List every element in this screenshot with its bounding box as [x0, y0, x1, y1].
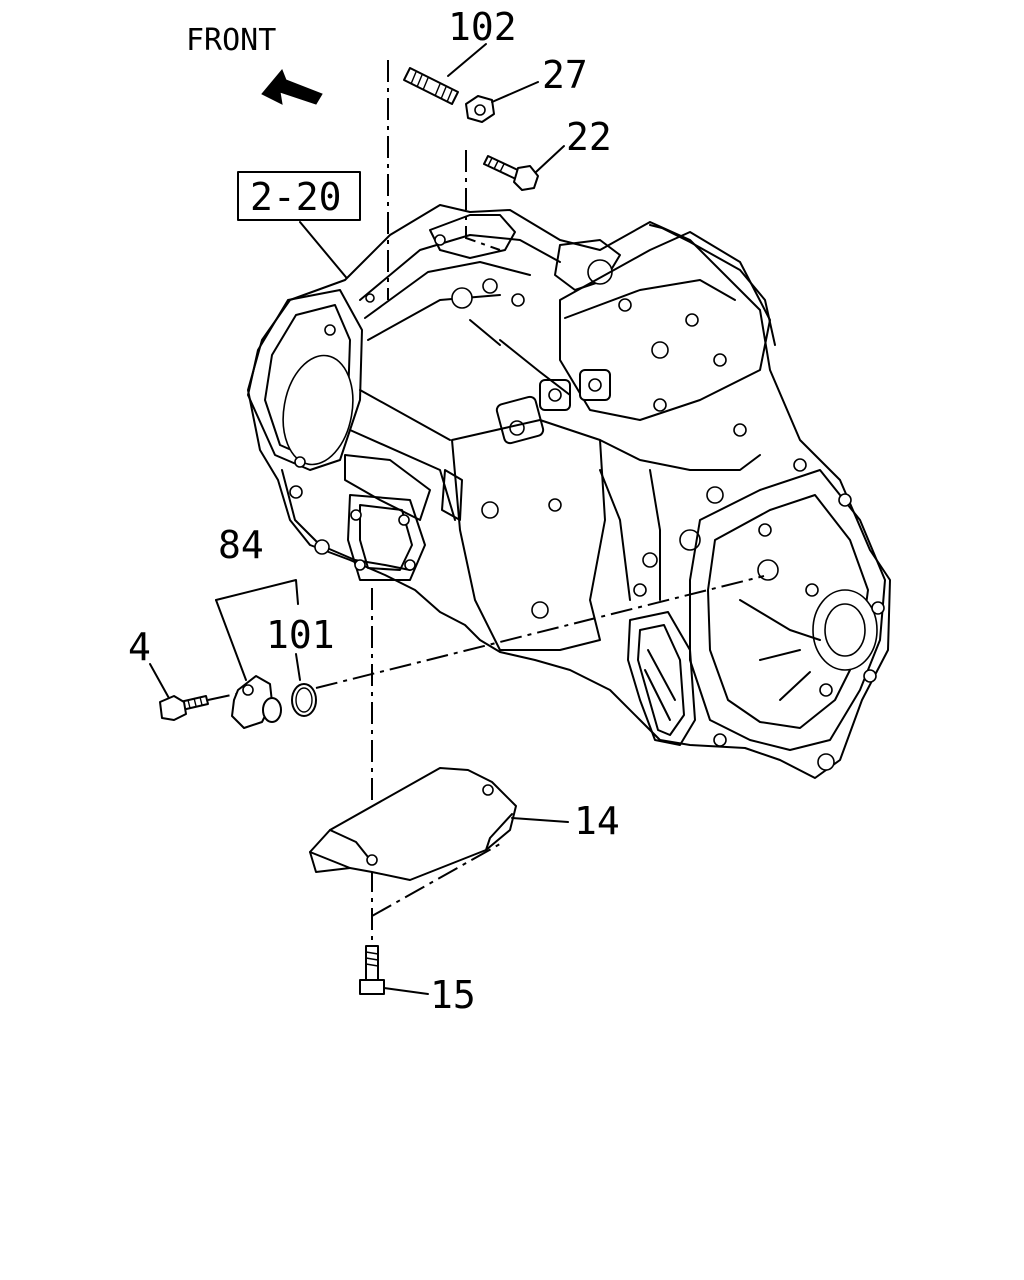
leader-27: [491, 81, 539, 103]
transmission-assembly[interactable]: [247, 204, 891, 779]
front-direction-label: FRONT: [186, 23, 276, 58]
part-22-bolt[interactable]: [483, 155, 539, 191]
reference-box-label: 2-20: [250, 175, 342, 219]
part-15-bolt[interactable]: [359, 945, 385, 995]
leader-84: [215, 599, 247, 681]
callout-4: 4: [128, 625, 151, 669]
part-101-o-ring[interactable]: [291, 683, 317, 717]
part-84-plate[interactable]: [231, 675, 282, 729]
leader-101: [295, 653, 301, 681]
callout-101: 101: [266, 613, 335, 657]
leader-102: [447, 43, 487, 77]
callout-84: 84: [218, 523, 264, 567]
reference-leader-line: [299, 221, 351, 283]
front-arrow-icon: [261, 69, 323, 105]
leader-22: [535, 145, 565, 173]
callout-102: 102: [448, 5, 517, 49]
callout-14: 14: [574, 799, 620, 843]
reference-box[interactable]: 2-20: [237, 171, 361, 221]
leader-4: [149, 663, 171, 701]
callout-22: 22: [566, 115, 612, 159]
part-27-nut[interactable]: [465, 95, 495, 123]
callout-27: 27: [542, 53, 588, 97]
leader-14: [511, 817, 569, 823]
callout-15: 15: [430, 973, 476, 1017]
assembly-line-4: [207, 693, 237, 701]
part-14-cover-plate[interactable]: [309, 767, 517, 881]
assembly-line-101: [315, 575, 765, 689]
part-4-bolt[interactable]: [159, 695, 209, 721]
part-102-stud[interactable]: [403, 67, 459, 105]
leader-15: [383, 987, 429, 995]
assembly-line-22: [465, 150, 501, 251]
assembly-line-14b: [371, 843, 501, 917]
bracket-84: [215, 579, 299, 605]
